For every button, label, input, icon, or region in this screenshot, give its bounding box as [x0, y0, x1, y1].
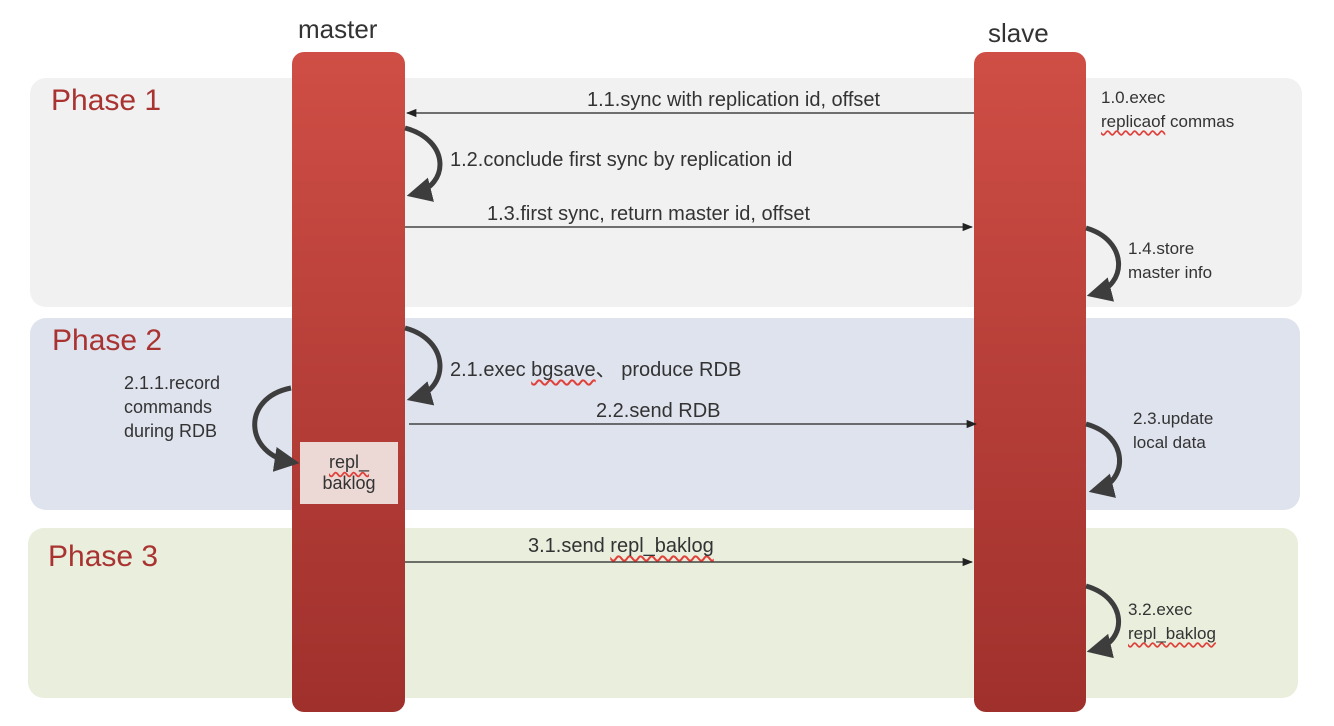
phase-3-band — [28, 528, 1298, 698]
step-2-3-line2: local data — [1133, 433, 1206, 452]
step-3-2-line1: 3.2.exec — [1128, 600, 1193, 619]
slave-lane-title: slave — [988, 18, 1049, 48]
self-arrow-2-1 — [404, 325, 443, 406]
step-1-2-label: 1.2.conclude first sync by replication i… — [450, 149, 793, 171]
step-1-0-rest: commas — [1165, 112, 1235, 131]
repl-baklog-line2: baklog — [322, 473, 376, 493]
step-3-2-note: 3.2.exec repl_baklog — [1128, 598, 1216, 646]
step-2-1-prefix: 2.1.exec — [450, 359, 532, 381]
phase-2-band — [30, 318, 1300, 510]
step-1-0-line2: replicaof commas — [1101, 110, 1234, 134]
step-3-2-line2: repl_baklog — [1128, 624, 1216, 643]
step-1-0-line1: 1.0.exec — [1101, 88, 1166, 107]
self-arrow-2-1-1 — [252, 385, 300, 472]
phase-1-title: Phase 1 — [51, 84, 162, 117]
self-arrow-1-4 — [1085, 225, 1121, 302]
self-arrow-3-2 — [1085, 583, 1121, 659]
phase-1-band — [30, 78, 1302, 307]
step-2-3-note: 2.3.update local data — [1133, 407, 1213, 455]
phase-2-title: Phase 2 — [52, 324, 163, 357]
master-lane-title: master — [298, 14, 378, 44]
step-3-1-label: 3.1.send repl_baklog — [528, 535, 714, 558]
slave-lifeline — [974, 52, 1086, 712]
self-arrow-2-3 — [1085, 421, 1122, 498]
step-2-1-rest: 、 produce RDB — [595, 359, 742, 381]
step-2-1-keyword: bgsave — [531, 359, 596, 381]
step-2-1-1-line1: 2.1.1.record — [124, 373, 221, 393]
step-1-3-label: 1.3.first sync, return master id, offset — [487, 203, 811, 225]
step-2-1-1-line3: during RDB — [124, 421, 218, 441]
step-1-0-note: 1.0.exec replicaof commas — [1101, 86, 1234, 134]
step-1-0-keyword: replicaof — [1101, 112, 1166, 131]
step-3-1-keyword: repl_baklog — [610, 535, 714, 557]
step-2-1-label: 2.1.exec bgsave、 produce RDB — [450, 353, 741, 382]
step-3-1-prefix: 3.1.send — [528, 535, 611, 557]
phase-3-title: Phase 3 — [48, 540, 159, 573]
step-2-3-line1: 2.3.update — [1133, 409, 1214, 428]
repl-baklog-line1: repl_ — [328, 452, 370, 472]
step-1-4-line2: master info — [1128, 263, 1213, 282]
step-1-1-label: 1.1.sync with replication id, offset — [587, 89, 881, 111]
self-arrow-1-2 — [404, 125, 443, 202]
step-1-4-line1: 1.4.store — [1128, 239, 1195, 258]
repl-baklog-buffer: repl_ baklog — [300, 442, 398, 504]
step-1-4-note: 1.4.store master info — [1128, 237, 1212, 285]
step-2-1-1-note: 2.1.1.record commands during RDB — [124, 371, 220, 443]
step-2-2-label: 2.2.send RDB — [596, 400, 721, 422]
step-2-1-1-line2: commands — [124, 397, 213, 417]
master-lifeline — [292, 52, 405, 712]
